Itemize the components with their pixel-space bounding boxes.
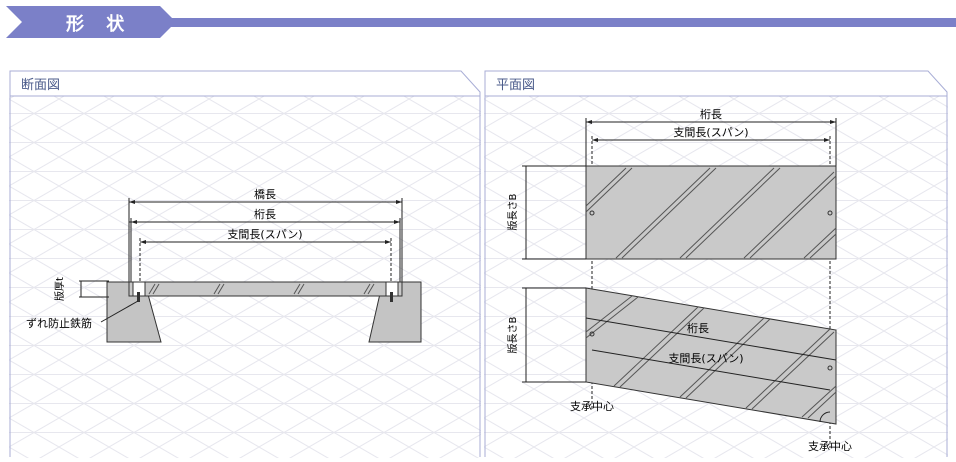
cross-section-title: 断面図: [21, 78, 60, 93]
support-center-right-label: 支承中心: [808, 440, 852, 453]
rectangular-slab: [585, 165, 837, 260]
slab-thickness-label: 版厚t: [53, 277, 66, 301]
plan-view-panel: 桁長 支間長(スパン) 版長さB: [484, 70, 948, 458]
header-band: [6, 6, 956, 38]
cross-section-panel: 橋長 桁長 支間長(スパン) 版厚t ずれ防止鉄筋 断面図: [9, 70, 481, 458]
plan-view-title: 平面図: [496, 78, 535, 93]
girder-length-label: 桁長: [254, 207, 276, 221]
cross-section-diagram: 橋長 桁長 支間長(スパン) 版厚t ずれ防止鉄筋 断面図: [9, 70, 481, 458]
skewed-slab: [585, 287, 837, 425]
bridge-length-label: 橋長: [254, 187, 276, 201]
support-center-left-label: 支承中心: [570, 400, 614, 413]
span-length-label: 支間長(スパン): [227, 228, 302, 241]
dowel-bar-label: ずれ防止鉄筋: [26, 316, 92, 330]
skew-span-length-label: 支間長(スパン): [668, 352, 743, 365]
skew-girder-length-label: 桁長: [687, 321, 709, 335]
plan-view-diagram: 桁長 支間長(スパン) 版長さB: [484, 70, 948, 458]
slab-width-top-label: 版長さB: [506, 193, 519, 230]
plan-girder-length-label: 桁長: [700, 107, 722, 121]
slab-width-bottom-label: 版長さB: [506, 316, 519, 353]
section-header: 形 状: [0, 0, 956, 44]
section-title: 形 状: [66, 14, 133, 35]
slab-section: [128, 281, 403, 297]
plan-span-length-label: 支間長(スパン): [673, 126, 748, 139]
